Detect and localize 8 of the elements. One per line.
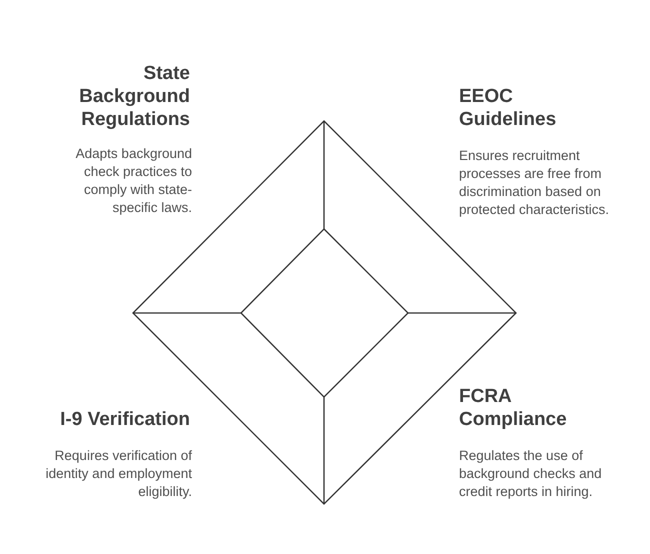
heading: I-9 Verification	[59, 408, 190, 431]
description: Regulates the use of background checks and credit reports in hiring.	[459, 447, 603, 501]
heading: EEOC Guidelines	[459, 85, 558, 131]
heading: State Background Regulations	[78, 62, 190, 131]
heading: FCRA Compliance	[459, 385, 568, 431]
description: Requires verification of identity and employment eligibility.	[44, 447, 192, 501]
description: Ensures recruitment processes are free from discrimination based on protected characteristics.	[459, 147, 610, 219]
description: Adapts background check practices to comply with state-specific laws.	[74, 145, 192, 217]
